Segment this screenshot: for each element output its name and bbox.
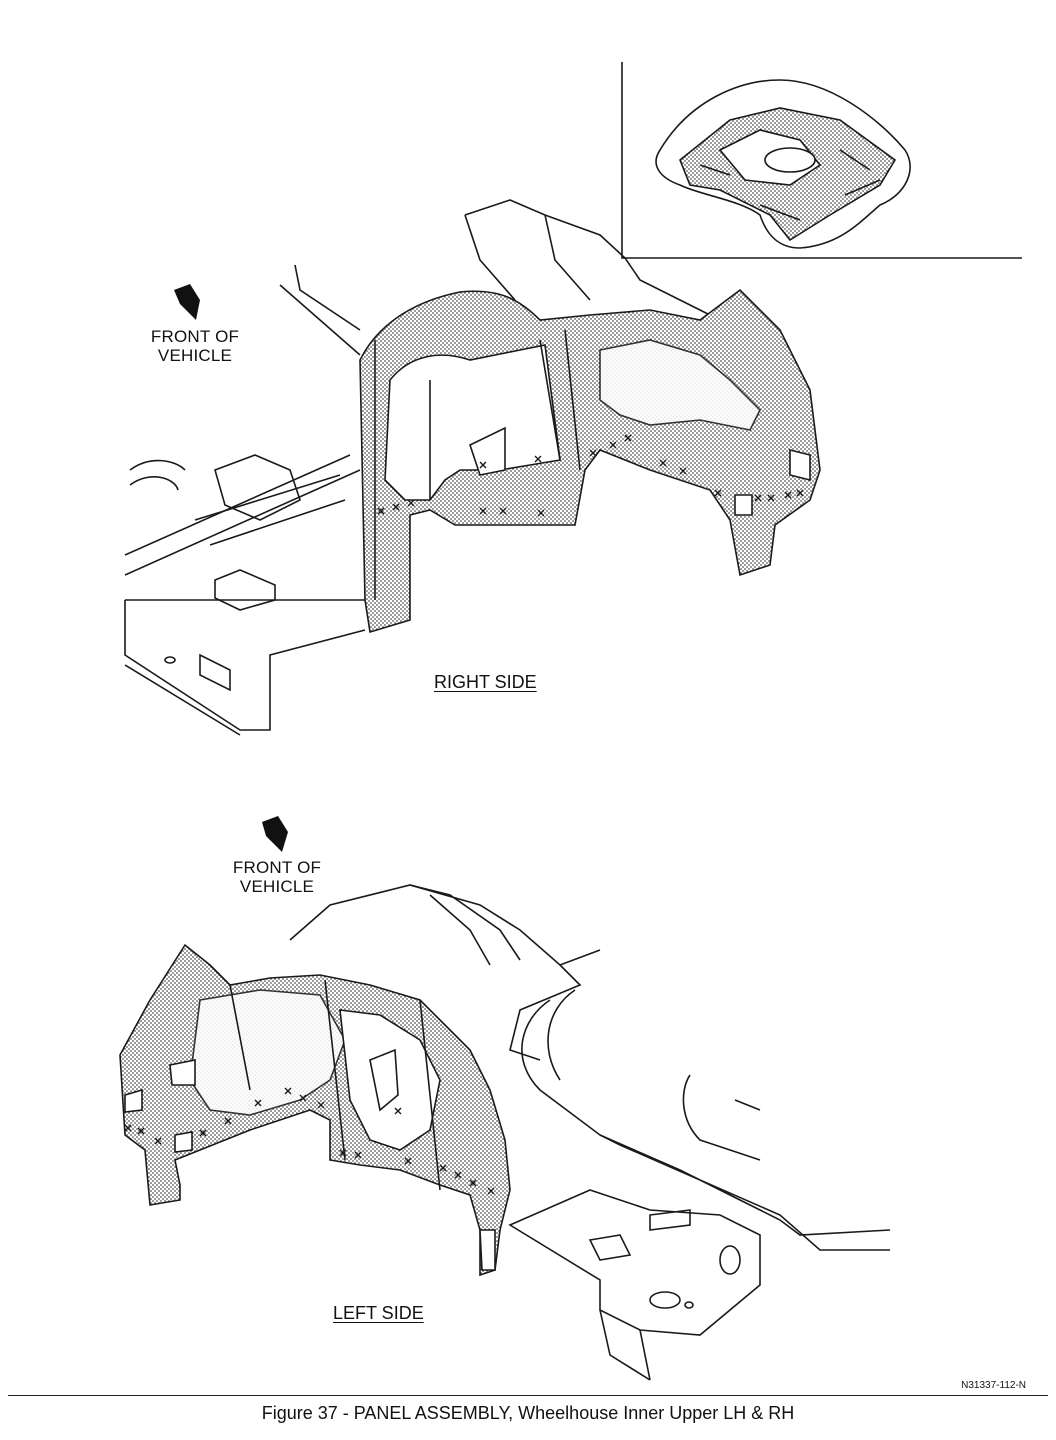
left-side-label: LEFT SIDE <box>333 1303 424 1323</box>
weld-marks-left <box>124 1087 495 1195</box>
inset-overview <box>621 62 1022 259</box>
front-label-line2: VEHICLE <box>239 877 315 896</box>
figure-caption: Figure 37 - PANEL ASSEMBLY, Wheelhouse I… <box>261 1403 795 1423</box>
front-of-vehicle-label-top: FRONT OF VEHICLE <box>140 327 250 365</box>
front-label-line1: FRONT OF <box>150 327 240 346</box>
caption-rule <box>8 1395 1048 1396</box>
weld-marks-right <box>377 434 804 517</box>
front-label-line2: VEHICLE <box>157 346 233 365</box>
front-of-vehicle-label-bottom: FRONT OF VEHICLE <box>222 858 332 896</box>
front-label-line1: FRONT OF <box>232 858 322 877</box>
front-arrow-icon <box>174 284 200 320</box>
document-number: N31337-112-N <box>961 1380 1026 1391</box>
left-side-view <box>119 884 891 1381</box>
front-arrow-icon <box>262 816 288 852</box>
right-side-view <box>124 199 821 736</box>
right-side-label: RIGHT SIDE <box>434 672 537 692</box>
